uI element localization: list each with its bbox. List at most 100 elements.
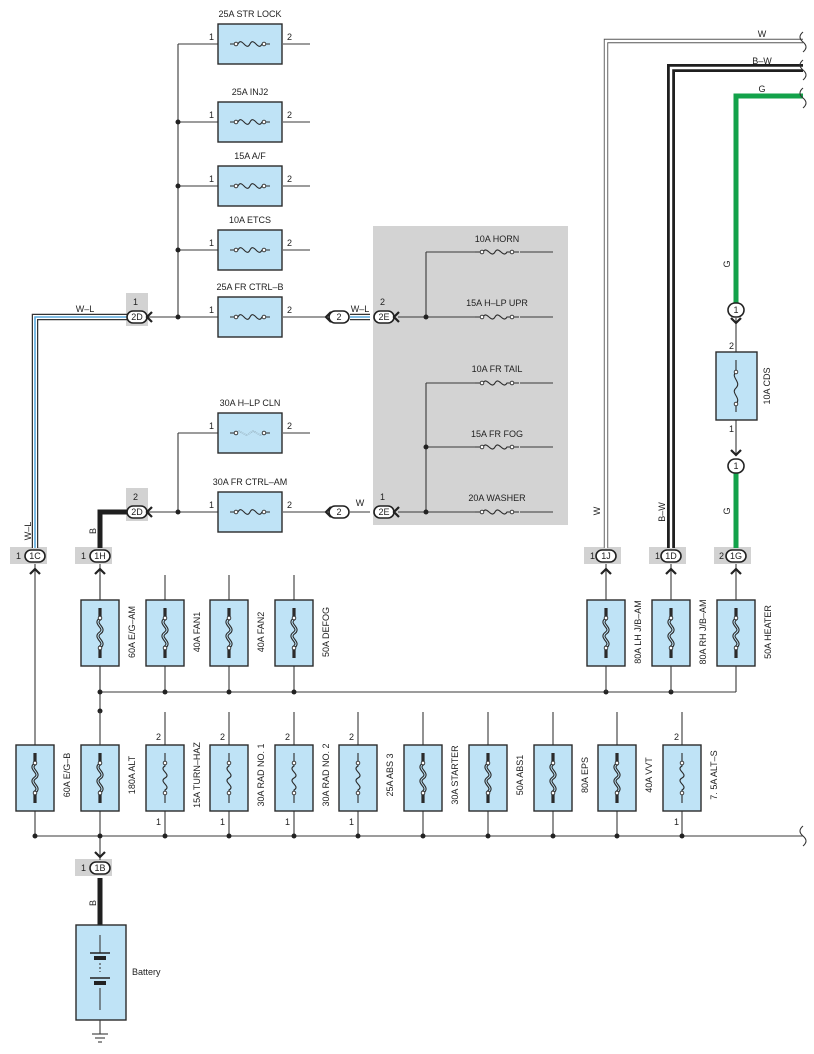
connector-oval-2-code: 2 xyxy=(336,507,341,517)
connector-1c: 1C xyxy=(24,549,46,563)
right-upper-fuse xyxy=(651,599,691,667)
lower-fuse xyxy=(468,744,508,812)
pin: 1 xyxy=(220,817,225,827)
fuse-label: 40A FAN1 xyxy=(192,612,202,653)
upper-bus xyxy=(34,564,736,745)
right-upper-fuse xyxy=(586,599,626,667)
lower-fuse xyxy=(15,744,55,812)
fuse-label: 30A STARTER xyxy=(450,745,460,805)
relay-block-bus xyxy=(145,43,370,515)
pin: 2 xyxy=(719,551,724,561)
pin: 2 xyxy=(287,238,292,248)
pin: 2 xyxy=(380,297,385,307)
pin: 1 xyxy=(81,551,86,561)
wire-label-g: G xyxy=(758,84,765,94)
fuse-10a-cds xyxy=(715,351,758,421)
fuse-label: 15A TURN–HAZ xyxy=(192,742,202,808)
wire-g xyxy=(733,93,803,548)
wire-label-g: G xyxy=(722,507,732,514)
wire-label-w: W xyxy=(356,498,365,508)
pin: 2 xyxy=(287,305,292,315)
relay-fuse xyxy=(217,412,283,454)
upper-fuse xyxy=(274,599,314,667)
jb-fuse-label: 15A FR FOG xyxy=(471,429,523,439)
relay-fuse xyxy=(217,296,283,338)
lower-fuse xyxy=(80,744,120,812)
pin: 1 xyxy=(209,305,214,315)
connector-1g: 1G xyxy=(725,549,747,563)
lower-fuse xyxy=(338,744,378,812)
fuse-label: 80A LH J/B–AM xyxy=(633,600,643,664)
fuse-label: 180A ALT xyxy=(127,755,137,794)
connector-oval-1-code: 1 xyxy=(733,305,738,315)
connector-2e: 2E xyxy=(373,505,395,519)
wire-label-wl: W–L xyxy=(351,304,370,314)
fuse-label: 30A RAD NO. 2 xyxy=(321,743,331,806)
pin: 1 xyxy=(81,863,86,873)
fuse-label: 80A RH J/B–AM xyxy=(698,599,708,664)
pin: 1 xyxy=(209,32,214,42)
connector-2e-code: 2E xyxy=(378,312,389,322)
jb-fuse xyxy=(475,314,519,320)
wire-bw xyxy=(667,64,803,548)
pin: 2 xyxy=(287,421,292,431)
pin: 2 xyxy=(729,341,734,351)
connector-1h-code: 1H xyxy=(94,551,106,561)
fuse-label: 25A INJ2 xyxy=(232,87,269,97)
connector-2d: 2D xyxy=(126,505,148,519)
connector-oval-1: 1 xyxy=(727,302,745,318)
jb-fuse-label: 10A FR TAIL xyxy=(472,364,523,374)
upper-row-fuses xyxy=(80,575,314,695)
connector-1b-code: 1B xyxy=(94,863,105,873)
connector-1j-code: 1J xyxy=(601,551,611,561)
pin: 2 xyxy=(156,732,161,742)
connector-2e: 2E xyxy=(373,310,395,324)
fuse-label: 30A H–LP CLN xyxy=(220,398,281,408)
connector-2d-code: 2D xyxy=(131,507,143,517)
labels: 25A STR LOCK 25A INJ2 15A A/F 10A ETCS 2… xyxy=(16,9,773,977)
relay-fuse xyxy=(217,229,283,271)
connector-1c-code: 1C xyxy=(29,551,41,561)
pin: 1 xyxy=(16,551,21,561)
pin: 1 xyxy=(590,551,595,561)
battery xyxy=(75,924,127,1043)
lower-row-fuses xyxy=(15,708,702,839)
fuse-label: 60A E/G–B xyxy=(62,753,72,798)
pin: 2 xyxy=(133,492,138,502)
connector-2e-code: 2E xyxy=(378,507,389,517)
fuse-label: 25A STR LOCK xyxy=(218,9,281,19)
battery-label: Battery xyxy=(132,967,161,977)
pin: 1 xyxy=(209,238,214,248)
lower-fuse xyxy=(209,744,249,812)
right-upper-fuses xyxy=(586,564,756,695)
upper-fuse xyxy=(145,599,185,667)
wire-label-b: B xyxy=(88,528,98,534)
lower-fuse xyxy=(274,744,314,812)
connector-oval-1: 1 xyxy=(727,458,745,474)
connector-1d-code: 1D xyxy=(665,551,677,561)
wire-breaks xyxy=(799,31,807,847)
connector-1d: 1D xyxy=(660,549,682,563)
pin: 2 xyxy=(287,110,292,120)
pin: 1 xyxy=(209,110,214,120)
upper-fuse xyxy=(80,599,120,667)
fuse-label: 7. 5A ALT–S xyxy=(709,750,719,799)
lower-fuse xyxy=(403,744,443,812)
lower-fuse xyxy=(533,744,573,812)
connector-2d: 2D xyxy=(126,310,148,324)
wire-label-w: W xyxy=(758,29,767,39)
fuse-label: 10A ETCS xyxy=(229,215,271,225)
relay-fuse xyxy=(217,491,283,533)
junction-block-wiring xyxy=(398,251,553,515)
connector-oval-1-code: 1 xyxy=(733,461,738,471)
pin: 1 xyxy=(209,174,214,184)
connector-1h: 1H xyxy=(89,549,111,563)
pin: 1 xyxy=(156,817,161,827)
wire-label-bw: B–W xyxy=(657,502,667,522)
fuse-label: 50A HEATER xyxy=(763,605,773,659)
pin: 1 xyxy=(729,424,734,434)
wire-label-bw: B–W xyxy=(752,56,772,66)
wire-b xyxy=(97,509,129,925)
connector-oval-2: 2 xyxy=(328,310,350,324)
